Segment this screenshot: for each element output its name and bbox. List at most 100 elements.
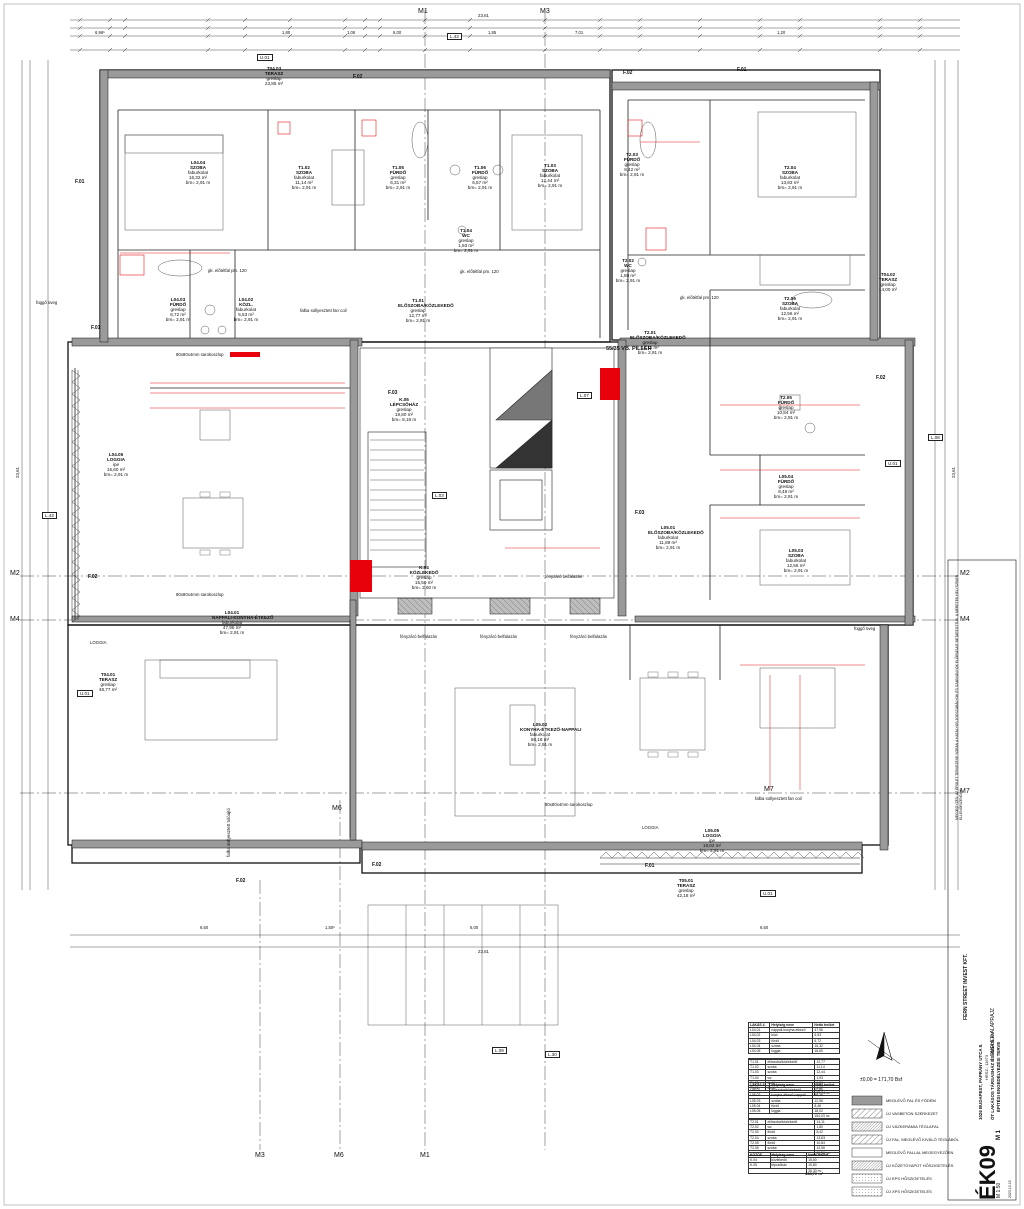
room-area: 58,18 m² [530, 737, 550, 742]
note-17: fényzáró belfalazás [545, 574, 583, 579]
room-name: SZOBA [189, 165, 207, 170]
room-height: bm= 2,91 m [615, 278, 641, 283]
room-id: T1.02 [298, 165, 310, 170]
section-marker-8: L.09 [492, 1047, 507, 1054]
fire-door-marker-5: F.03 [388, 390, 398, 396]
room-id: T05.01 [678, 878, 694, 883]
axis-label-right-1: M4 [960, 616, 970, 623]
sheet-border [3, 3, 1021, 1206]
sheet-scale: M 1:50 [996, 1182, 1002, 1198]
fire-door-marker-2: F.02 [623, 70, 633, 76]
dim-top-total: 23,61 [478, 13, 489, 18]
room-name: LOGGIA [106, 457, 126, 462]
room-id: T1.06 [474, 165, 486, 170]
legend-row: ÚJ VÁZKERÁMIA TÉGLAFAL [852, 1122, 942, 1134]
room-height: bm= 2,91 m [773, 415, 799, 420]
room-floor: ipe [112, 462, 120, 467]
legend-swatch [851, 1134, 883, 1145]
section-marker-10: L.08 [928, 434, 943, 441]
schedule-cell: T2.03 [747, 1129, 767, 1136]
room-floor: greslap [266, 76, 282, 81]
room-area: 16,60 m² [106, 467, 126, 472]
note-3: 55/35 VB. PILLÉR [606, 346, 652, 352]
fire-door-marker-1: F.01 [75, 179, 85, 185]
room-name: WC [624, 263, 632, 268]
title-address: 1026 BUDAPEST, PAPRÁNY UTCA 8. [978, 1043, 983, 1120]
room-height: bm= 2,91 m [637, 350, 663, 355]
schedule-header-cell: Helyiség neve [769, 1081, 814, 1089]
schedule-cell: L04.02 [747, 1032, 771, 1039]
dim-bottom-total: 23,61 [478, 949, 489, 954]
room-id: L04.02 [238, 297, 254, 302]
new-structural-elements [230, 352, 620, 592]
stair-core [359, 347, 615, 599]
dim-bottom-seg-3: 6,60 [760, 925, 769, 930]
room-floor: greslap [642, 340, 658, 345]
room-area: 13,83 m² [780, 180, 800, 185]
legend-swatch [851, 1121, 883, 1132]
schedule-cell: T2.06 [747, 1144, 767, 1152]
room-height: bm= 2,91 m [185, 180, 211, 185]
dim-bottom-seg-0: 6,60 [200, 925, 209, 930]
dim-top-seg-2: 1,06 [347, 30, 356, 35]
note-11: gk. előtétfal pm. 120 [208, 268, 247, 273]
room-id: L04.05 [108, 452, 124, 457]
room-area: 12,44 m² [540, 178, 560, 183]
legend-row: ÚJ FAL, MEGLÉVŐ KIVÁLÓ TÉGLÁBÓL [852, 1135, 959, 1147]
north-arrow-icon [867, 1031, 901, 1065]
dim-right-total: 23,61 [951, 467, 956, 478]
room-height: bm= 2,91 m [103, 472, 129, 477]
section-marker-0: L.43 [447, 33, 462, 40]
room-name: KÖZL. [239, 302, 253, 307]
room-name: SZOBA [295, 170, 313, 175]
note-9: függő üveg [36, 300, 58, 305]
room-height: bm= 2,91 m [619, 172, 645, 177]
schedule-cell: T2.04 [747, 1134, 767, 1141]
note-4: LOGGIA [90, 640, 107, 645]
title-phase: ÉPÍTÉSI ENGEDÉLYEZÉSI TERVE [996, 1041, 1001, 1112]
room-floor: greslap [472, 175, 488, 180]
room-height: bm= 2,91 m [777, 185, 803, 190]
room-id: L05.03 [788, 548, 804, 553]
axis-label-left-0: M2 [10, 570, 20, 577]
room-area: 6,31 m² [390, 180, 406, 185]
room-area: 11,14 m² [295, 180, 313, 185]
axis-label-bottom-2: M1 [420, 1152, 430, 1159]
legend-label: ÚJ EPS HŐSZIGETELÉS [886, 1176, 932, 1181]
room-area: 12,56 m² [786, 563, 806, 568]
room-area: 8,48 m² [778, 489, 794, 494]
room-height: bm= 2,91 m [783, 568, 809, 573]
legend-swatch [851, 1186, 883, 1197]
room-id: T04.01 [100, 672, 116, 677]
room-name: FÜRDŐ [471, 170, 489, 175]
room-floor: greslap [416, 575, 432, 580]
schedule-cell: L04.04 [747, 1042, 771, 1050]
axis-label-mid-1: M7 [764, 786, 774, 793]
dim-top-seg-4: 1,85 [488, 30, 497, 35]
schedule-cell: L05.04 [747, 1102, 771, 1110]
fire-door-marker-8: F.02 [876, 375, 886, 381]
note-12: gk. előtétfal pm. 120 [460, 269, 499, 274]
room-id: T1.04 [460, 228, 472, 233]
note-1: 80x80x4mm sarokoszlop [176, 592, 224, 597]
room-name: KONYHA-ÉTKEZŐ-NAPPALI [520, 727, 582, 732]
legend-label: ÚJ VASBETON SZERKEZET [886, 1111, 939, 1116]
room-area: 6,72 m² [170, 312, 186, 317]
room-height: bm= 8,18 m [391, 417, 417, 422]
title-lot: HRSZ.: 11673 [984, 1054, 989, 1080]
room-id: L05.04 [778, 474, 794, 479]
room-floor: greslap [390, 175, 406, 180]
section-marker-2: U.01 [77, 690, 93, 697]
room-area: 1,80 m² [620, 273, 636, 278]
